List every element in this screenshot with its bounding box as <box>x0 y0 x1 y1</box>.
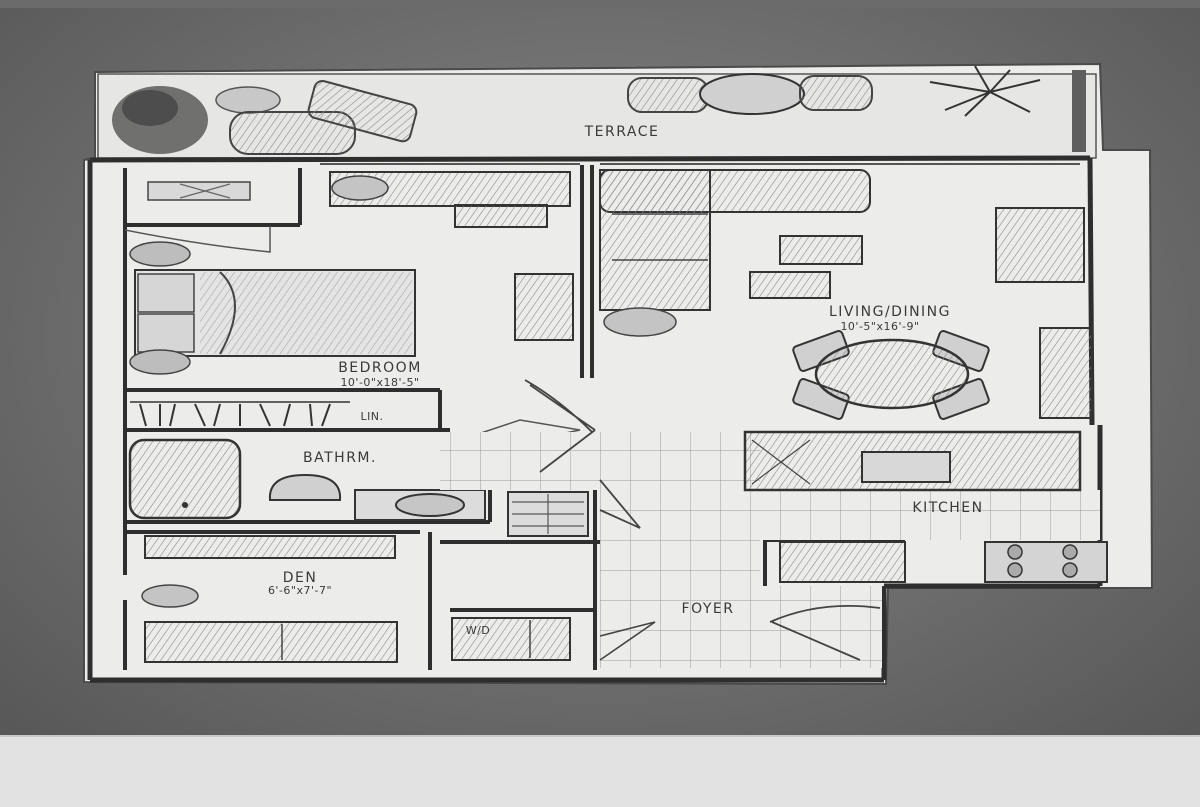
washer-dryer-label: W/D <box>466 624 491 637</box>
sofa-bed-icon <box>144 621 398 663</box>
desk-icon <box>144 535 396 559</box>
ottoman-icon <box>141 584 199 608</box>
nightstand-icon <box>129 241 191 267</box>
toilet-icon <box>268 473 342 501</box>
living-dining-furniture: LIVING/DINING 10'-5"x16'-9" <box>599 169 1093 420</box>
bedroom-door-swing <box>524 379 596 433</box>
kitchen-tile-floor <box>760 490 1100 540</box>
ottoman-icon <box>749 271 831 299</box>
laundry-door-swing <box>599 621 656 661</box>
foyer-tile-floor <box>600 432 760 668</box>
closet <box>147 181 251 201</box>
bedroom-furniture: BEDROOM 10'-0"x18'-5" <box>129 171 574 389</box>
armchair-icon <box>995 207 1085 283</box>
den-label: DEN <box>283 570 318 586</box>
foyer-tile-floor <box>760 586 882 668</box>
patio-chair-icon <box>799 75 873 111</box>
bedroom-dimensions: 10'-0"x18'-5" <box>340 376 419 389</box>
nightstand-icon <box>129 349 191 375</box>
washer-dryer: W/D <box>451 617 571 661</box>
den-dimensions: 6'-6"x7'-7" <box>268 584 332 597</box>
washer-dryer-icon <box>451 617 571 661</box>
patio-table-icon <box>699 73 805 115</box>
bathroom-fixtures: BATHRM. <box>128 438 486 521</box>
kitchen-label: KITCHEN <box>912 500 983 516</box>
sideboard-icon <box>1039 327 1093 419</box>
kitchen-fixtures: KITCHEN <box>743 430 1108 583</box>
entry-door-swing <box>769 604 881 661</box>
refrigerator-icon <box>779 541 906 583</box>
desk-chair-icon <box>454 204 548 228</box>
photo-border-top <box>0 0 1200 8</box>
linen-label: LIN. <box>360 410 383 423</box>
sectional-sofa-icon <box>599 169 711 311</box>
bathtub-icon <box>128 438 242 520</box>
living-dining-dimensions: 10'-5"x16'-9" <box>840 320 919 333</box>
patio-chair-icon <box>627 77 709 113</box>
lounge-chair-icon <box>307 79 418 143</box>
hall-door-swing <box>539 429 641 529</box>
terrace-label: TERRACE <box>584 124 660 140</box>
pillow-icon <box>137 313 195 353</box>
lamp-icon <box>331 175 389 201</box>
dining-table-icon <box>814 338 970 410</box>
planter-icon <box>215 86 281 114</box>
hall-tile-floor <box>440 432 600 490</box>
bathroom-label: BATHRM. <box>303 450 377 466</box>
terrace-railing <box>1072 70 1086 152</box>
side-table-icon <box>603 307 677 337</box>
armchair-icon <box>514 273 574 341</box>
photo-border-bottom <box>0 735 1200 807</box>
lounge-chair-icon <box>229 111 356 155</box>
coffee-table-icon <box>779 235 863 265</box>
kitchen-sink-icon <box>861 451 951 483</box>
closet-door-swing <box>124 226 271 253</box>
palm-plant-icon <box>929 65 1041 117</box>
bedroom-label: BEDROOM <box>338 360 422 376</box>
terrace-area: TERRACE <box>97 65 1097 159</box>
sink-icon <box>395 493 465 517</box>
linen-closet <box>130 401 350 427</box>
living-dining-label: LIVING/DINING <box>829 304 951 320</box>
den-furniture: DEN 6'-6"x7'-7" <box>141 535 398 663</box>
pillow-icon <box>137 273 195 313</box>
stove-icon <box>984 541 1108 583</box>
foyer-label: FOYER <box>682 601 735 617</box>
